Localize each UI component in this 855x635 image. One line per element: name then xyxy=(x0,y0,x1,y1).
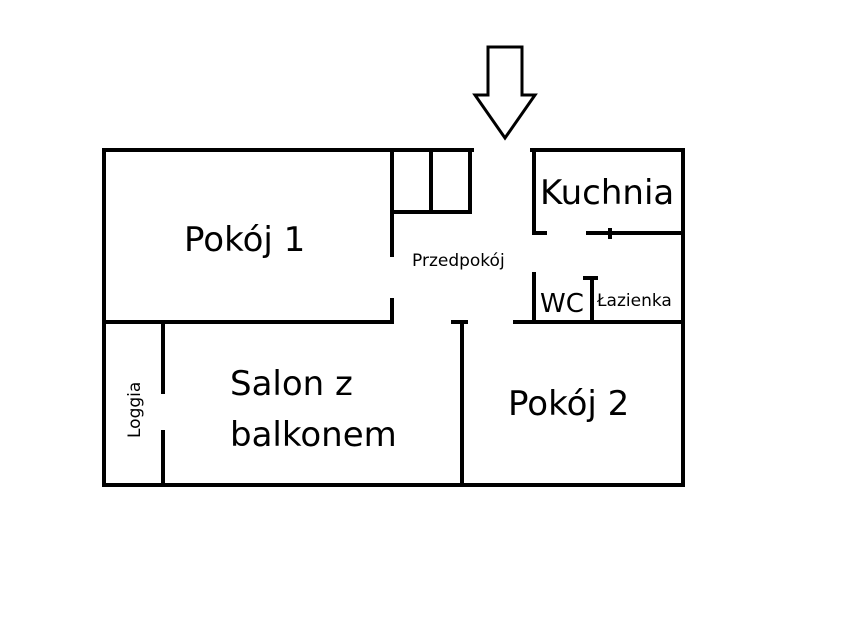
outer-walls xyxy=(102,148,685,487)
interior-walls xyxy=(102,148,685,487)
room-label-pokoj-1: Pokój 1 xyxy=(184,220,305,260)
room-label-salon-line-1: Salon z xyxy=(230,364,353,404)
entrance-arrow-icon xyxy=(472,45,538,141)
room-label-salon-line-2: balkonem xyxy=(230,415,397,455)
room-label-wc: WC xyxy=(540,289,584,319)
room-label-kuchnia: Kuchnia xyxy=(540,173,674,213)
room-label-przedpokoj: Przedpokój xyxy=(412,251,505,271)
room-label-pokoj-2: Pokój 2 xyxy=(508,384,629,424)
room-label-loggia: Loggia xyxy=(125,382,145,438)
room-label-lazienka: Łazienka xyxy=(596,291,672,311)
